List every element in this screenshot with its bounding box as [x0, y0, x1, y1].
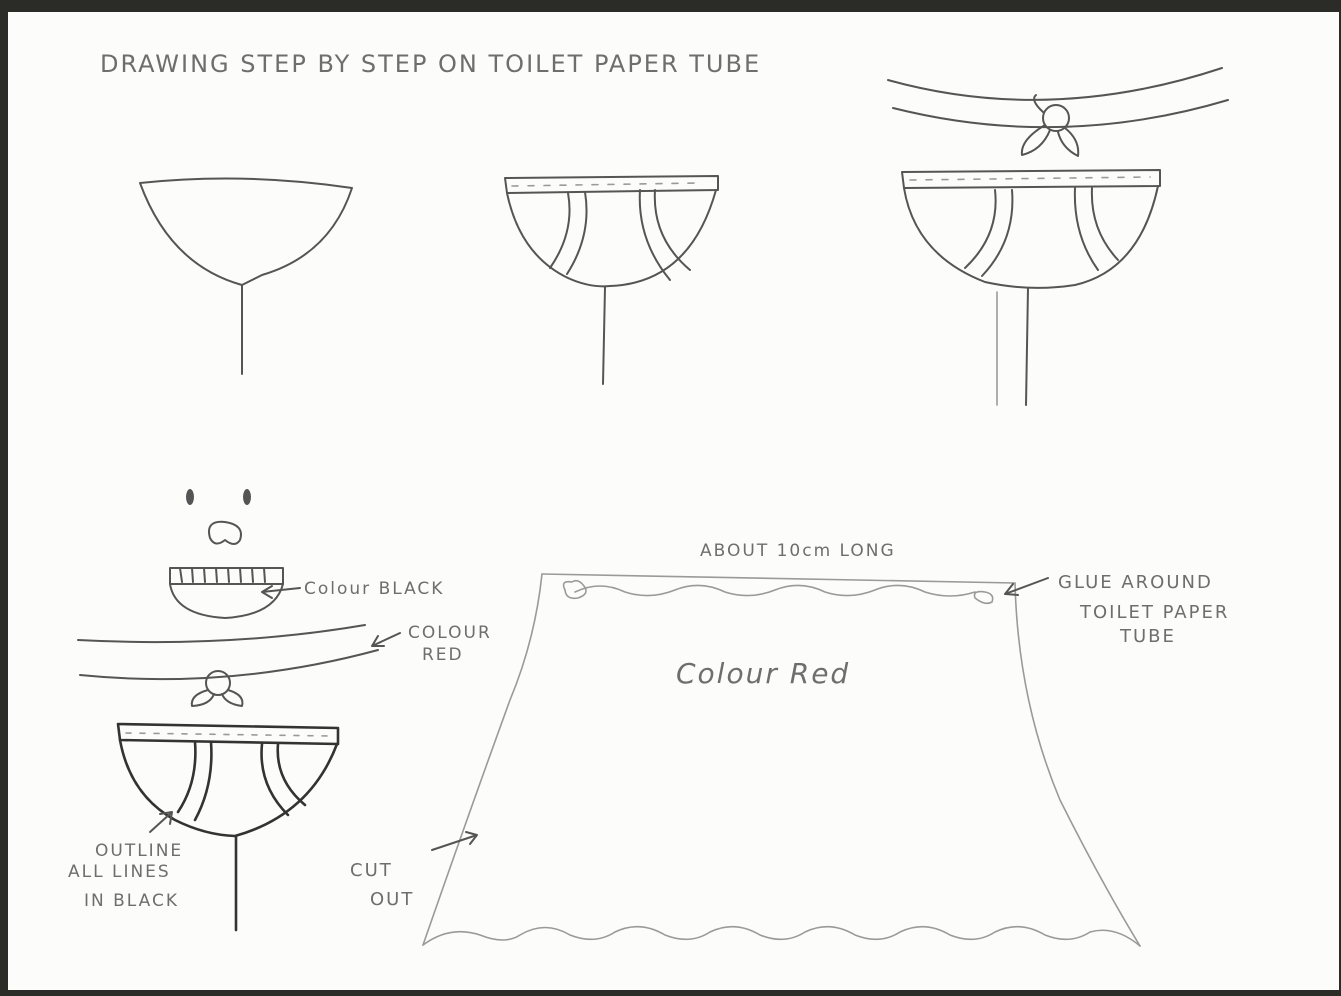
label-colour-red-line1: COLOUR [408, 623, 492, 643]
step-2-fold-left-a [550, 193, 570, 268]
step-4-bowl [120, 740, 337, 836]
step-4-figure: Colour BLACK COLOUR RED OUTLINE ALL LINE… [68, 489, 492, 930]
body-scalloped-hem [423, 927, 1140, 946]
label-colour-red-body: Colour Red [676, 657, 850, 690]
eye-left [186, 489, 194, 505]
step-3-stick [1026, 288, 1028, 405]
arrow-glue [1005, 578, 1048, 595]
step-3-band-stitch [910, 177, 1150, 180]
label-outline-line3: IN BLACK [84, 891, 179, 911]
paper-sheet: DRAWING STEP BY STEP ON TOILET PAPER TUB… [8, 12, 1339, 990]
step-3-flower-petal-top [1034, 95, 1043, 112]
step-4-arm-line-bottom [80, 650, 378, 679]
body-glue-dot-right [974, 592, 992, 604]
body-top-edge [542, 574, 1015, 583]
step-4-fold-left-a [178, 742, 195, 812]
body-pattern: ABOUT 10cm LONG Colour Red GLUE AROUND T… [350, 541, 1229, 946]
step-2-figure [505, 176, 718, 384]
step-3-bowl [904, 186, 1158, 288]
step-4-band-stitch [126, 733, 330, 736]
label-about-length: ABOUT 10cm LONG [700, 541, 896, 561]
label-outline-line1: OUTLINE [95, 841, 183, 861]
step-4-arm-line-top [78, 625, 365, 642]
step-1-figure [140, 179, 352, 374]
step-4-flower-center [206, 671, 230, 695]
eye-right [243, 489, 251, 505]
label-cut-line2: OUT [370, 889, 414, 910]
step-2-band-stitch [512, 183, 700, 186]
label-cut-line1: CUT [350, 860, 393, 881]
step-3-waistband [902, 170, 1160, 188]
arrow-cut-out [432, 832, 477, 850]
label-glue-line2: TOILET PAPER [1079, 602, 1229, 623]
step-3-arm-line-top [888, 68, 1222, 100]
step-2-fold-right-b [655, 190, 690, 270]
body-top-wavy-line [575, 585, 975, 596]
step-3-arm-line-bottom [893, 100, 1228, 127]
nose [209, 522, 241, 544]
step-2-stick [603, 287, 605, 384]
step-by-step-drawing: DRAWING STEP BY STEP ON TOILET PAPER TUB… [8, 12, 1339, 990]
label-colour-red-line2: RED [422, 645, 464, 665]
step-3-fold-left-a [965, 190, 996, 268]
step-4-fold-right-b [278, 744, 305, 805]
arrow-colour-red [372, 633, 400, 646]
label-colour-black: Colour BLACK [304, 579, 444, 599]
page-title: DRAWING STEP BY STEP ON TOILET PAPER TUB… [100, 50, 761, 78]
step-3-fold-right-b [1092, 188, 1118, 260]
step-3-fold-left-b [982, 190, 1012, 276]
step-3-flower-petal-right [1058, 128, 1078, 156]
step-3-fold-right-a [1075, 188, 1098, 270]
step-2-bowl [507, 190, 716, 286]
step-1-bowl [140, 179, 352, 285]
arrow-outline [150, 812, 172, 832]
label-outline-line2: ALL LINES [68, 862, 171, 882]
label-glue-line1: GLUE AROUND [1058, 572, 1213, 593]
mouth-teeth-band [170, 568, 283, 584]
mouth-teeth [180, 568, 265, 582]
label-glue-line3: TUBE [1119, 626, 1176, 647]
step-3-flower-petal-left [1022, 125, 1050, 155]
step-3-figure [888, 68, 1228, 405]
step-4-fold-left-b [195, 742, 211, 820]
